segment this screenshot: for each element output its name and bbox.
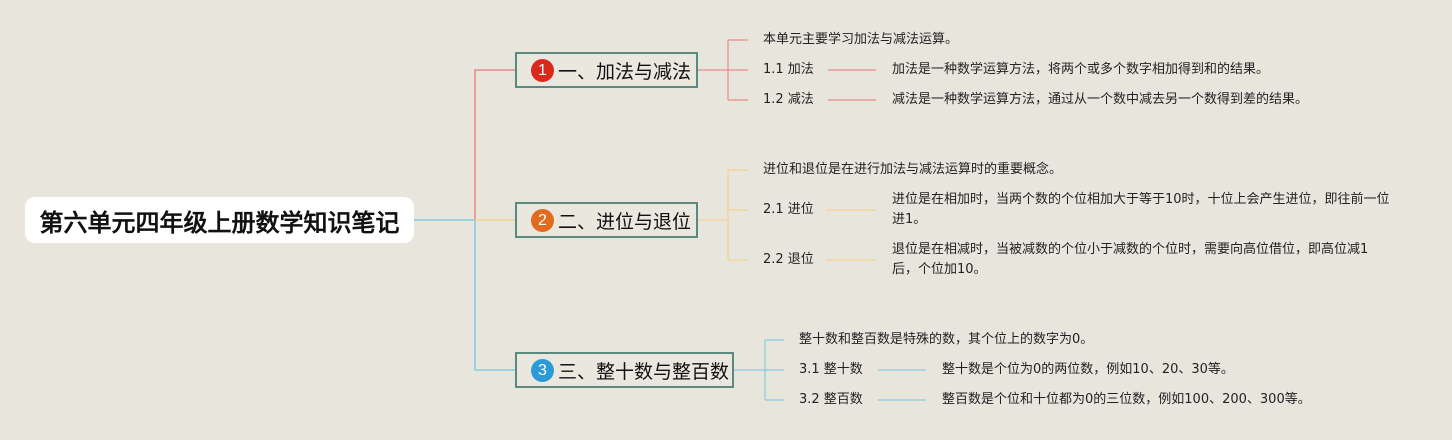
branch-3-item-2-label[interactable]: 3.2 整百数: [799, 392, 863, 407]
branch-node-3[interactable]: 3 三、整十数与整百数: [515, 352, 734, 388]
number-3-badge-icon: 3: [531, 358, 554, 382]
branch-2-children-connector: [698, 169, 748, 261]
branch-1-item-1-desc[interactable]: 加法是一种数学运算方法，将两个或多个数字相加得到和的结果。: [892, 62, 1270, 77]
branch-3-children-connector: [734, 339, 784, 401]
number-2-badge-icon: 2: [531, 208, 554, 232]
branch-1-desc-connector: [828, 69, 876, 101]
branch-1-connector: [474, 69, 515, 220]
branch-3-item-1-desc[interactable]: 整十数是个位为0的两位数，例如10、20、30等。: [942, 362, 1234, 377]
branch-2-intro[interactable]: 进位和退位是在进行加法与减法运算时的重要概念。: [763, 162, 1063, 177]
branch-2-item-2-label[interactable]: 2.2 退位: [763, 252, 814, 267]
branch-title: 三、整十数与整百数: [558, 360, 730, 383]
branch-3-desc-connector: [878, 369, 926, 401]
branch-node-2[interactable]: 2 二、进位与退位: [515, 202, 698, 238]
branch-2-item-1-label[interactable]: 2.1 进位: [763, 202, 814, 217]
branch-2-item-2-desc[interactable]: 退位是在相减时，当被减数的个位小于减数的个位时，需要向高位借位，即高位减1后，个…: [892, 242, 1369, 277]
branch-1-item-2-label[interactable]: 1.2 减法: [763, 92, 814, 107]
branch-3-connector: [474, 220, 515, 371]
branch-2-item-1-desc[interactable]: 进位是在相加时，当两个数的个位相加大于等于10时，十位上会产生进位，即往前一位进…: [892, 192, 1390, 227]
branch-1-item-2-desc[interactable]: 减法是一种数学运算方法，通过从一个数中减去另一个数得到差的结果。: [892, 92, 1309, 107]
branch-node-1[interactable]: 1 一、加法与减法: [515, 52, 698, 88]
branch-1-intro[interactable]: 本单元主要学习加法与减法运算。: [763, 32, 959, 47]
branch-3-item-2-desc[interactable]: 整百数是个位和十位都为0的三位数，例如100、200、300等。: [942, 392, 1311, 407]
branch-3-intro[interactable]: 整十数和整百数是特殊的数，其个位上的数字为0。: [799, 332, 1094, 347]
branch-1-children-connector: [698, 39, 748, 101]
root-node[interactable]: 第六单元四年级上册数学知识笔记: [25, 197, 414, 243]
branch-title: 一、加法与减法: [558, 60, 692, 83]
branch-title: 二、进位与退位: [558, 210, 692, 233]
branch-2-desc-connector: [826, 209, 876, 261]
number-1-badge-icon: 1: [531, 58, 554, 82]
branch-1-item-1-label[interactable]: 1.1 加法: [763, 62, 814, 77]
branch-3-item-1-label[interactable]: 3.1 整十数: [799, 362, 863, 377]
